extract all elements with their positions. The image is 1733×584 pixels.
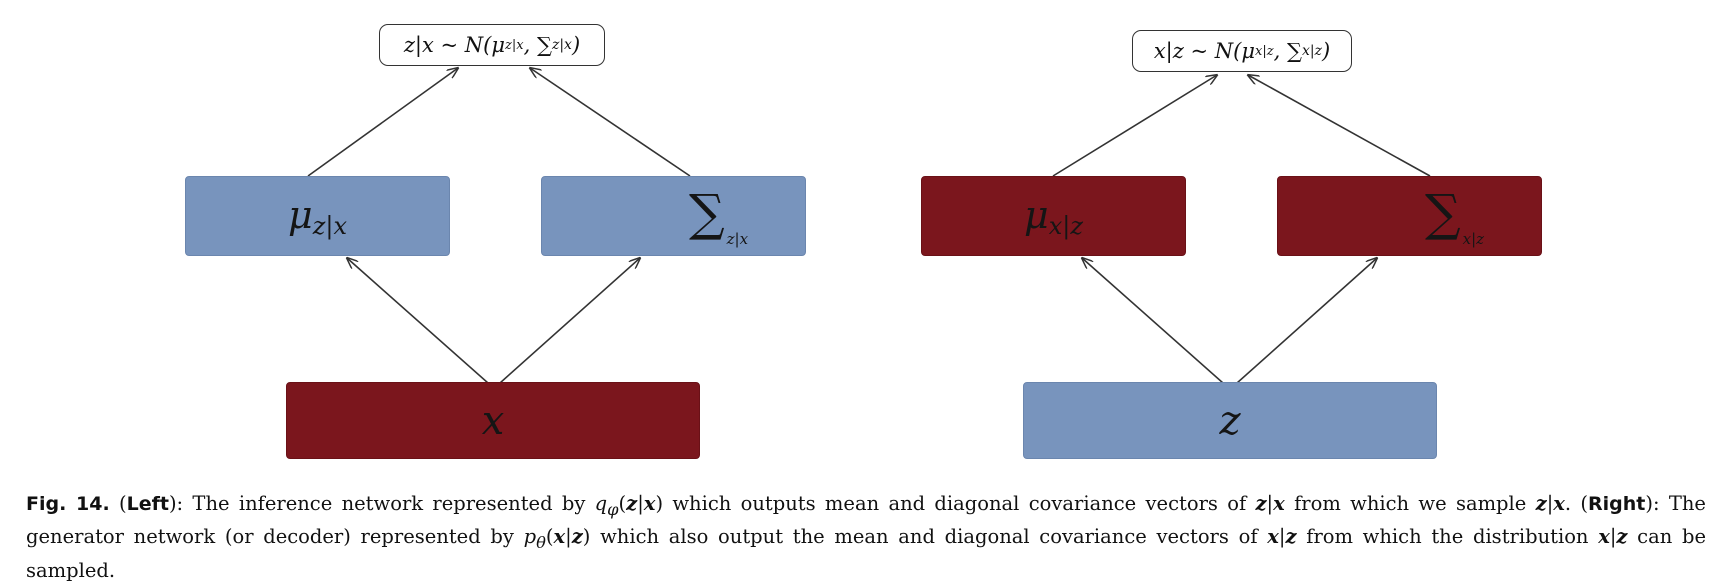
zx-z-2: z bbox=[1535, 492, 1547, 515]
right-dist-tilde: ~ bbox=[1190, 39, 1209, 63]
right-mean-box: μx|z bbox=[921, 176, 1186, 256]
input-x-symbol: x bbox=[481, 397, 505, 444]
q-subscript: φ bbox=[607, 499, 619, 519]
right-dist-sigma: ∑ bbox=[1286, 39, 1302, 63]
left-input-box: x bbox=[286, 382, 700, 459]
caption-text-1: ): The inference network represented by bbox=[168, 492, 595, 515]
right-dist-mu: μ bbox=[1241, 39, 1256, 63]
right-dist-lhs: x|z bbox=[1153, 39, 1184, 63]
left-dist-mu-sub: z|x bbox=[505, 37, 524, 53]
xz-z-2: z bbox=[1616, 525, 1628, 549]
fig-label: Fig. 14. bbox=[26, 493, 110, 515]
left-dist-sigma-sub: z|x bbox=[551, 37, 572, 53]
bar-6: | bbox=[1609, 525, 1617, 549]
bar-4: | bbox=[565, 525, 572, 549]
mu-subscript: z|x bbox=[312, 211, 347, 240]
left-dist-lhs: z|x bbox=[403, 33, 434, 57]
arrow-z-to-mu bbox=[1082, 258, 1224, 384]
q-arg-z: z bbox=[626, 492, 638, 515]
left-dist-n: N bbox=[464, 33, 484, 57]
caption-text-6: from which the distribution bbox=[1296, 525, 1599, 549]
q-symbol: q bbox=[594, 492, 608, 515]
caption-text-4: ): The generator network (or decoder) re… bbox=[26, 492, 1706, 549]
right-dist-mu-sub: x|z bbox=[1255, 43, 1274, 59]
caption-text-3: from which we sample bbox=[1284, 492, 1536, 515]
mu-symbol: μ bbox=[1024, 192, 1049, 237]
zx-x-2: x bbox=[1553, 492, 1565, 515]
right-dist-n: N bbox=[1214, 39, 1234, 63]
mu-symbol: μ bbox=[288, 192, 313, 237]
caption-text-5: ) which also output the mean and diagona… bbox=[582, 525, 1268, 549]
caption-text-2: ) which outputs mean and diagonal covari… bbox=[655, 492, 1256, 515]
left-dist-tilde: ~ bbox=[440, 33, 459, 57]
arrow-mu-to-dist-right bbox=[1052, 75, 1217, 177]
p-arg-x: x bbox=[553, 525, 566, 549]
bar-5: | bbox=[1278, 525, 1286, 549]
left-dist-sigma: ∑ bbox=[536, 33, 552, 57]
left-mean-box: μz|x bbox=[185, 176, 450, 256]
arrow-x-to-sigma bbox=[499, 258, 640, 384]
arrow-sigma-to-dist-right bbox=[1248, 75, 1431, 177]
arrow-z-to-sigma bbox=[1236, 258, 1377, 384]
mu-subscript: x|z bbox=[1048, 211, 1083, 240]
p-subscript: θ bbox=[536, 533, 546, 553]
right-input-box: z bbox=[1023, 382, 1437, 459]
q-arg-x: x bbox=[643, 492, 656, 515]
left-dist-mu: μ bbox=[491, 33, 506, 57]
arrow-sigma-to-dist bbox=[530, 68, 691, 177]
left-covariance-box: ∑z|x bbox=[541, 176, 806, 256]
xz-x: x bbox=[1267, 525, 1279, 549]
zx-x: x bbox=[1273, 492, 1285, 515]
sigma-symbol: ∑ bbox=[688, 184, 725, 242]
bar-2: | bbox=[1266, 492, 1274, 515]
arrow-x-to-mu bbox=[347, 258, 489, 384]
zx-z: z bbox=[1255, 492, 1267, 515]
bar-1: | bbox=[637, 492, 644, 515]
figure-caption: Fig. 14. (Left): The inference network r… bbox=[26, 492, 1706, 582]
p-arg-z: z bbox=[571, 525, 583, 549]
sigma-subscript: x|z bbox=[1462, 230, 1485, 248]
right-covariance-box: ∑x|z bbox=[1277, 176, 1542, 256]
bar-3: | bbox=[1546, 492, 1554, 515]
xz-x-2: x bbox=[1598, 525, 1610, 549]
sigma-symbol: ∑ bbox=[1424, 184, 1461, 242]
input-z-symbol: z bbox=[1219, 397, 1241, 444]
left-tag: Left bbox=[126, 493, 169, 515]
right-tag: Right bbox=[1588, 493, 1646, 515]
p-symbol: p bbox=[523, 525, 537, 549]
xz-z: z bbox=[1285, 525, 1297, 549]
right-dist-sigma-sub: x|z bbox=[1301, 43, 1322, 59]
arrows-layer bbox=[307, 0, 1431, 384]
caption-text-3b: . ( bbox=[1564, 492, 1589, 515]
sigma-subscript: z|x bbox=[726, 230, 749, 248]
arrow-mu-to-dist bbox=[307, 68, 458, 177]
